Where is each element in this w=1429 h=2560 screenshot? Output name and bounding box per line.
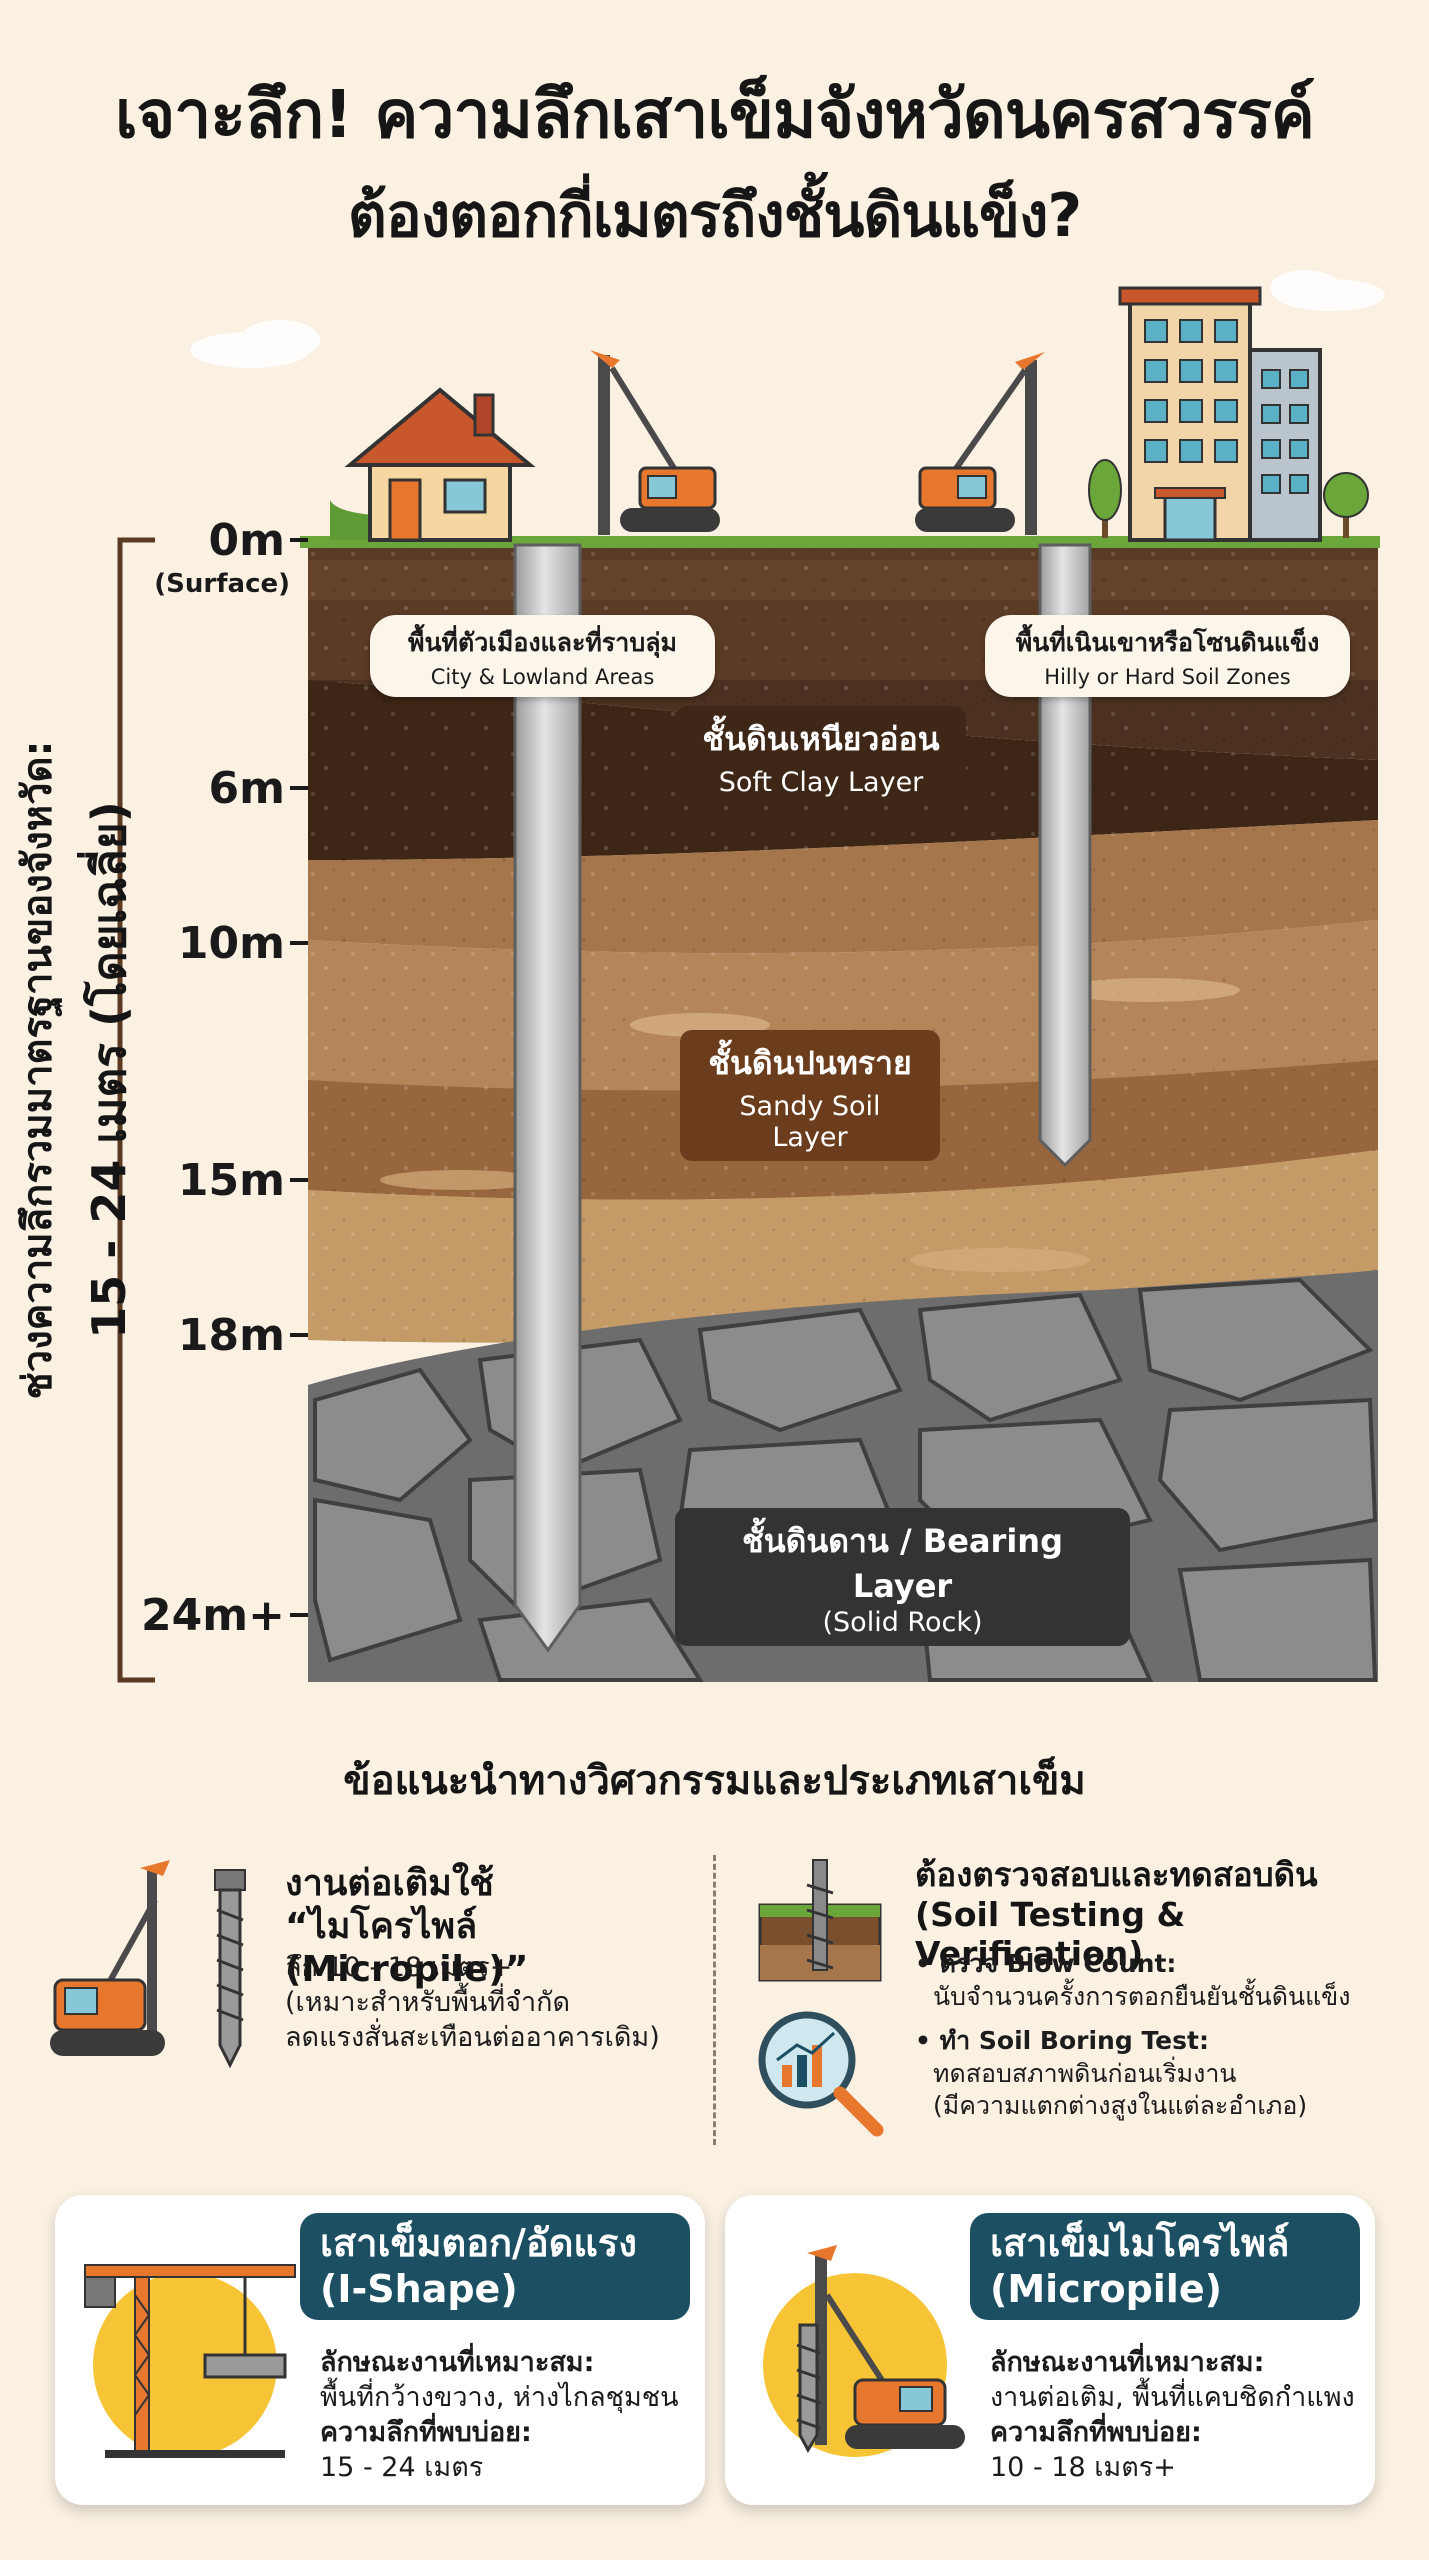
city-area-en: City & Lowland Areas	[430, 665, 655, 689]
micropile-drill-icon	[763, 2245, 965, 2457]
pile-card-ishape: เสาเข็มตอก/อัดแรง (I-Shape) ลักษณะงานที่…	[55, 2195, 705, 2505]
pile-driver-icon	[915, 352, 1045, 535]
soil-boring-icon	[758, 1859, 882, 1982]
micropile-note-line1: (เหมาะสำหรับพื้นที่จำกัด	[285, 1987, 571, 2019]
depth-range-label: ช่วงความลึกรวมมาตรฐานของจังหวัด: 15 - 24…	[5, 630, 155, 1510]
card-ishape-head-line2: (I-Shape)	[320, 2266, 518, 2311]
cloud-icon	[190, 270, 1385, 368]
pile-driver-icon	[590, 350, 720, 535]
card-micropile-depth-text: 10 - 18 เมตร+	[990, 2452, 1176, 2484]
surface-note: (Surface)	[154, 569, 290, 599]
blow-count-text: นับจำนวนครั้งการตอกยืนยันชั้นดินแข็ง	[933, 1981, 1351, 2011]
micropile-title-line2: “ไมโครไพล์ (Micropile)”	[285, 1906, 529, 1991]
card-ishape-head: เสาเข็มตอก/อัดแรง (I-Shape)	[300, 2213, 690, 2321]
soft-clay-th: ชั้นดินเหนียวอ่อน	[702, 720, 940, 758]
micropile-rec-title: งานต่อเติมใช้ “ไมโครไพล์ (Micropile)”	[285, 1862, 705, 1992]
depth-tick-label: 24m+	[141, 1590, 285, 1641]
soft-clay-label: ชั้นดินเหนียวอ่อน Soft Clay Layer	[676, 706, 966, 806]
soil-cross-section-diagram: 0m 6m 10m 15m 18m 24m+ (Surface)	[117, 270, 1385, 1683]
bearing-layer-label: ชั้นดินดาน / Bearing Layer (Solid Rock)	[675, 1508, 1130, 1646]
card-ishape-head-line1: เสาเข็มตอก/อัดแรง	[320, 2221, 637, 2265]
bearing-layer-th: ชั้นดินดาน / Bearing Layer	[742, 1522, 1063, 1605]
sandy-soil-th: ชั้นดินปนทราย	[708, 1044, 912, 1082]
card-micropile-head-line2: (Micropile)	[990, 2266, 1222, 2311]
blow-count-head: • ตรวจ Blow Count:	[915, 1949, 1177, 1978]
building-icon	[1118, 286, 1322, 542]
hilly-area-en: Hilly or Hard Soil Zones	[1044, 665, 1291, 689]
soil-boring-text-line2: (มีความแตกต่างสูงในแต่ละอำเภอ)	[933, 2091, 1308, 2120]
micropile-depth: ลึก 10 - 18 เมตร+	[285, 1952, 513, 1983]
depth-tick-label: 10m	[178, 918, 285, 969]
card-micropile-suit-text: งานต่อเติม, พื้นที่แคบชิดกำแพง	[990, 2382, 1355, 2414]
soil-boring-text-line1: ทดสอบสภาพดินก่อนเริ่มงาน	[933, 2058, 1237, 2088]
hilly-area-label: พื้นที่เนินเขาหรือโซนดินแข็ง Hilly or Ha…	[985, 615, 1350, 697]
city-area-th: พื้นที่ตัวเมืองและที่ราบลุ่ม	[407, 628, 678, 657]
card-ishape-body: ลักษณะงานที่เหมาะสม: พื้นที่กว้างขวาง, ห…	[320, 2345, 700, 2485]
depth-tick-label: 18m	[178, 1310, 285, 1361]
city-pile	[513, 543, 582, 1653]
bearing-layer-en: (Solid Rock)	[822, 1607, 983, 1638]
sandy-soil-label: ชั้นดินปนทราย Sandy Soil Layer	[680, 1030, 940, 1161]
page-title: เจาะลึก! ความลึกเสาเข็มจังหวัดนครสวรรค์	[115, 76, 1315, 153]
house-icon	[330, 387, 536, 542]
card-micropile-head: เสาเข็มไมโครไพล์ (Micropile)	[970, 2213, 1360, 2321]
micropile-title-line1: งานต่อเติมใช้	[285, 1863, 494, 1904]
depth-tick-label: 0m	[209, 515, 285, 566]
page-subtitle: ต้องตอกกี่เมตรถึงชั้นดินแข็ง?	[347, 181, 1082, 251]
soil-test-title-line1: ต้องตรวจสอบและทดสอบดิน	[915, 1855, 1318, 1894]
recommendations-title: ข้อแนะนำทางวิศวกรรมและประเภทเสาเข็ม	[343, 1758, 1086, 1804]
micropile-rig-icon	[50, 1860, 246, 2069]
card-micropile-head-line1: เสาเข็มไมโครไพล์	[990, 2221, 1290, 2265]
soil-boring-head: • ทำ Soil Boring Test:	[915, 2026, 1209, 2055]
depth-scale: 0m 6m 10m 15m 18m 24m+ (Surface)	[117, 515, 308, 1683]
soil-test-rec-text: • ตรวจ Blow Count: นับจำนวนครั้งการตอกยื…	[915, 1948, 1415, 2123]
hilly-area-th: พื้นที่เนินเขาหรือโซนดินแข็ง	[1015, 628, 1320, 657]
depth-range-line1: ช่วงความลึกรวมมาตรฐานของจังหวัด:	[15, 740, 61, 1400]
crane-icon	[84, 2264, 296, 2458]
soil-test-rec-title: ต้องตรวจสอบและทดสอบดิน (Soil Testing & V…	[915, 1855, 1415, 1974]
magnifier-chart-icon	[758, 2011, 884, 2137]
micropile-note-line2: ลดแรงสั่นสะเทือนต่ออาคารเดิม)	[285, 2022, 660, 2054]
micropile-rec-text: ลึก 10 - 18 เมตร+ (เหมาะสำหรับพื้นที่จำก…	[285, 1950, 705, 2055]
card-ishape-depth-text: 15 - 24 เมตร	[320, 2452, 484, 2484]
card-micropile-suit-label: ลักษณะงานที่เหมาะสม:	[990, 2347, 1265, 2378]
tree-icon	[1088, 459, 1369, 538]
divider	[713, 1855, 716, 2145]
city-area-label: พื้นที่ตัวเมืองและที่ราบลุ่ม City & Lowl…	[370, 615, 715, 697]
soft-clay-en: Soft Clay Layer	[718, 767, 924, 798]
card-micropile-depth-label: ความลึกที่พบบ่อย:	[990, 2417, 1202, 2449]
card-micropile-body: ลักษณะงานที่เหมาะสม: งานต่อเติม, พื้นที่…	[990, 2345, 1370, 2485]
soil-test-title-line2: (Soil Testing & Verification)	[915, 1894, 1186, 1974]
pile-card-micropile: เสาเข็มไมโครไพล์ (Micropile) ลักษณะงานที…	[725, 2195, 1375, 2505]
depth-tick-label: 6m	[209, 763, 285, 814]
sandy-soil-en: Sandy Soil Layer	[739, 1091, 881, 1153]
card-ishape-suit-text: พื้นที่กว้างขวาง, ห่างไกลชุมชน	[320, 2382, 679, 2414]
card-ishape-suit-label: ลักษณะงานที่เหมาะสม:	[320, 2347, 595, 2378]
depth-range-line2: 15 - 24 เมตร (โดยเฉลี่ย)	[82, 801, 136, 1339]
card-ishape-depth-label: ความลึกที่พบบ่อย:	[320, 2417, 532, 2449]
hilly-pile	[1038, 543, 1092, 1168]
depth-tick-label: 15m	[178, 1155, 285, 1206]
